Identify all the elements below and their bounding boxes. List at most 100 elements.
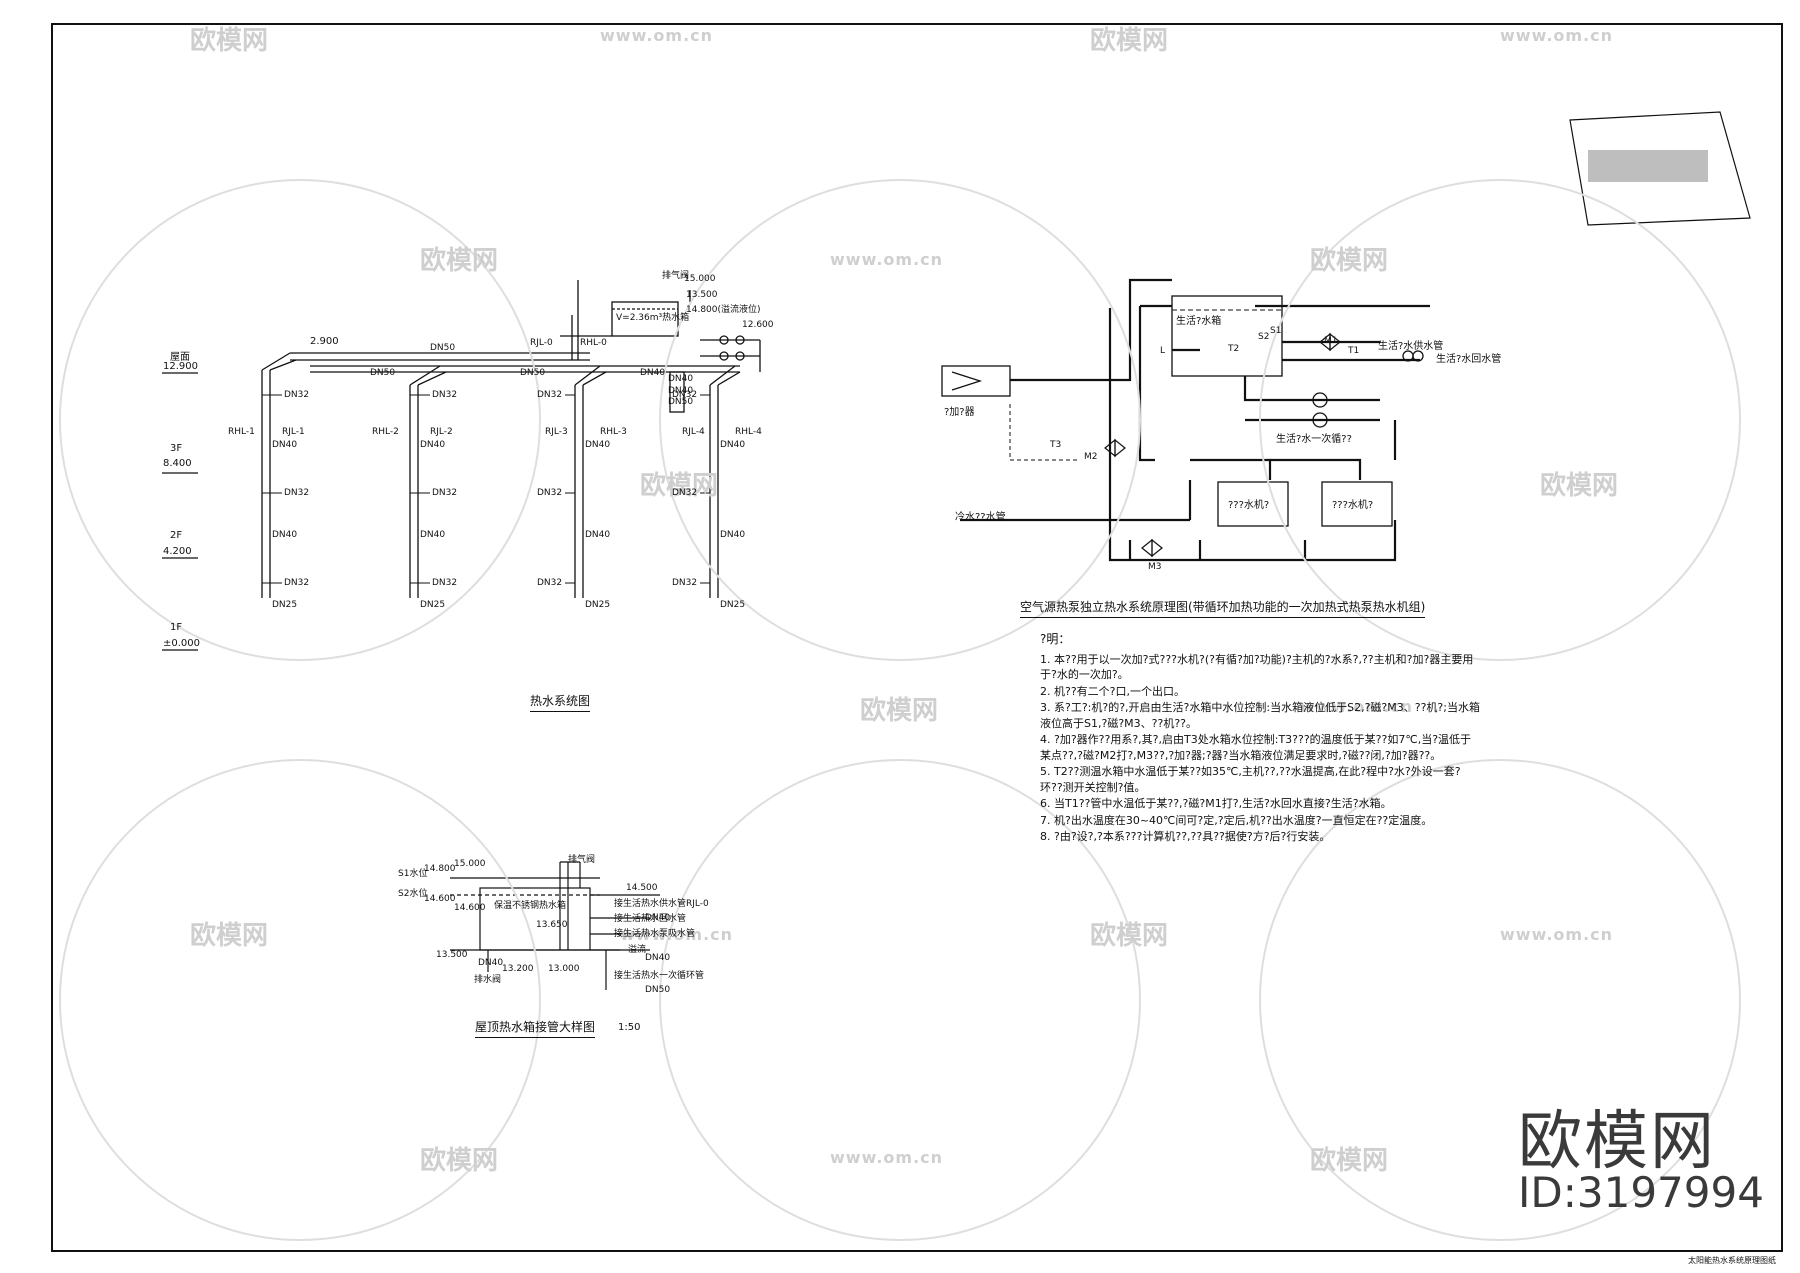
riser-dn-8: DN40: [585, 530, 611, 540]
floor-elev-3f: 8.400: [163, 458, 192, 469]
detail-e9: 13.000: [548, 964, 580, 974]
heat-pump-unit-2-shape: [1321, 481, 1393, 527]
note-item-2: 2. 机??有二个?口,一个出口。: [1040, 684, 1186, 698]
hot-water-tank-shape: [1171, 295, 1283, 377]
tank-tag-rjl0: RJL-0: [530, 338, 553, 348]
hot-water-riser-diagram: [162, 280, 761, 651]
note-item-8: 8. ?由?设?,?本系???计算机??,??具??据使?方?后?行安装。: [1040, 830, 1331, 843]
heat-pump-schematic: [941, 278, 1430, 562]
branch-dn-8: DN32: [537, 488, 563, 498]
notes-heading: ?明：: [1040, 632, 1071, 646]
riser-dn-5: DN40: [420, 530, 446, 540]
stamp-area: [1569, 111, 1751, 226]
schematic-tag-l: L: [1160, 346, 1166, 356]
riser-dn-9: DN25: [585, 600, 611, 610]
watermark-brand-2: 欧模网: [1090, 26, 1169, 56]
floor-label-2f: 2F: [170, 530, 183, 541]
heat-pump-unit-1-shape: [1217, 481, 1289, 527]
watermark-brand-8: 欧模网: [190, 921, 269, 951]
schematic-tag-s2: S2: [1258, 332, 1270, 342]
detail-vent: 排气阀: [568, 855, 596, 865]
detail-scale: 1:50: [618, 1022, 641, 1033]
elevation-top-left: 2.900: [310, 336, 339, 347]
detail-dn-2: DN40: [645, 953, 671, 963]
vent-label: 排气阀: [662, 271, 690, 281]
riser-dn-3: DN25: [272, 600, 298, 610]
floor-label-roof: 屋面: [170, 352, 190, 363]
branch-dn-4: DN32: [432, 390, 458, 400]
schematic-tag-m2: M2: [1084, 452, 1098, 462]
watermark-brand-1: 欧模网: [190, 26, 269, 56]
watermark-url-7: www.om.cn: [830, 1148, 944, 1167]
watermark-url-4: www.om.cn: [1300, 697, 1414, 716]
watermark-brand-9: 欧模网: [1090, 921, 1169, 951]
schematic-pump-label: 生活?水一次循??: [1276, 434, 1352, 445]
detail-e1: 14.800: [424, 864, 456, 874]
branch-dn-2: DN32: [284, 488, 310, 498]
detail-tank-text: 保温不锈钢热水箱: [494, 901, 567, 911]
riser-dn-7: DN40: [585, 440, 611, 450]
roof-pipe-dn-2: DN50: [370, 368, 396, 378]
watermark-url-3: www.om.cn: [830, 250, 944, 269]
tank-elev-bottom: 13.500: [686, 290, 718, 300]
roof-tank-detail: [450, 861, 660, 990]
schematic-title: 空气源热泵独立热水系统原理图(带循环加热功能的一次加热式热泵热水机组): [1020, 598, 1426, 618]
detail-e7: 13.500: [436, 950, 468, 960]
watermark-brand-6: 欧模网: [1540, 471, 1619, 501]
riser-4-return-tag: RHL-4: [735, 427, 762, 437]
design-notes: ?明： 1. 本??用于以一次加?式???水机?(?有循?加?功能)?主机的?水…: [1040, 632, 1480, 846]
schematic-return-in: 生活?水回水管: [1436, 354, 1502, 365]
schematic-tag-m3: M3: [1148, 562, 1162, 572]
schematic-tag-t2: T2: [1228, 344, 1240, 354]
riser-2-return-tag: RJL-2: [430, 427, 453, 437]
branch-dn-5: DN32: [432, 488, 458, 498]
detail-pipe-4: 接生活热水一次循环管: [614, 971, 705, 981]
detail-e8: 13.200: [502, 964, 534, 974]
note-item-7: 7. 机?出水温度在30~40℃间可?定,?定后,机??出水温度?一直恒定在??…: [1040, 813, 1433, 827]
detail-e6: 13.650: [536, 920, 568, 930]
branch-dn-10: DN32: [672, 390, 698, 400]
riser-dn-10: DN40: [720, 440, 746, 450]
riser-2-supply-tag: RHL-2: [372, 427, 399, 437]
detail-pipe-3: 接生活热水泵吸水管: [614, 929, 696, 939]
detail-e4: 14.600: [454, 903, 486, 913]
detail-drain: DN40: [478, 958, 504, 968]
floor-elev-2f: 4.200: [163, 546, 192, 557]
branch-dn-12: DN32: [672, 578, 698, 588]
riser-3-supply-tag: RJL-3: [545, 427, 568, 437]
watermark-id: ID:3197994: [1518, 1168, 1764, 1217]
watermark-brand-11: 欧模网: [1310, 1146, 1389, 1176]
riser-dn-11: DN40: [720, 530, 746, 540]
floor-label-1f: 1F: [170, 622, 183, 633]
branch-dn-3: DN32: [284, 578, 310, 588]
schematic-cold-in: 冷水??水管: [955, 512, 1006, 523]
auxiliary-heater-shape: [941, 365, 1011, 397]
detail-e3: 14.600: [424, 894, 456, 904]
schematic-tag-s1: S1: [1270, 326, 1282, 336]
tank-dn-2: DN40: [668, 386, 694, 396]
detail-s1: S1水位: [398, 869, 428, 879]
riser-dn-6: DN25: [420, 600, 446, 610]
schematic-unit-2: ???水机?: [1332, 500, 1374, 511]
floor-elev-roof: 12.900: [163, 361, 198, 372]
watermark-brand-4: 欧模网: [1310, 246, 1389, 276]
roof-pipe-dn-3: DN50: [520, 368, 546, 378]
branch-dn-9: DN32: [537, 578, 563, 588]
tank-elev-water: 14.800(溢流液位): [686, 305, 761, 315]
tank-elev-pipe: 12.600: [742, 320, 774, 330]
watermark-pattern: [59, 179, 1741, 1241]
branch-dn-6: DN32: [432, 578, 458, 588]
watermark-brand-7: 欧模网: [860, 696, 939, 726]
tank-dn-3: DN50: [668, 397, 694, 407]
detail-drain-note: 排水阀: [474, 975, 502, 985]
riser-diagram-title: 热水系统图: [530, 692, 591, 712]
schematic-supply-out: 生活?水供水管: [1378, 341, 1444, 352]
note-item-3: 3. 系?工?:机?的?,开启由生活?水箱中水位控制:当水箱液位低于S2,?磁?…: [1040, 701, 1480, 730]
detail-e5: 14.500: [626, 883, 658, 893]
riser-1-return-tag: RJL-1: [282, 427, 305, 437]
detail-title: 屋顶热水箱接管大样图: [475, 1018, 596, 1038]
watermark-url-5: www.om.cn: [620, 925, 734, 944]
detail-pipe-1: 接生活热水供水管RJL-0: [614, 899, 709, 909]
watermark-brand-3: 欧模网: [420, 246, 499, 276]
roof-pipe-dn-4: DN40: [640, 368, 666, 378]
